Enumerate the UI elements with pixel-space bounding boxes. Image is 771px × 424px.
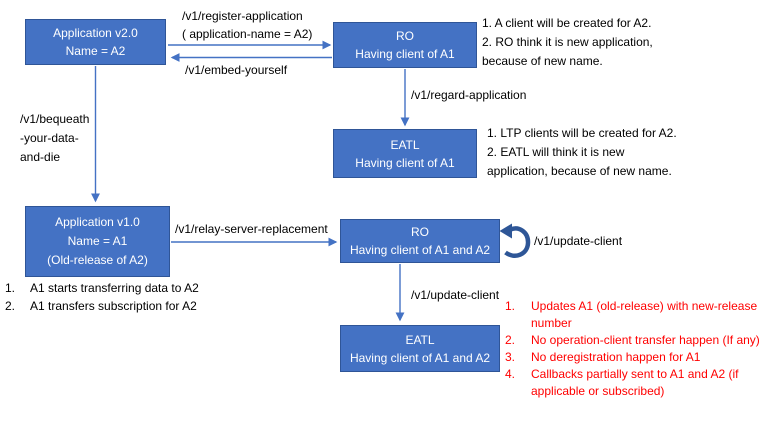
list-item-number: 2. (505, 333, 516, 347)
box-ro-client-a1-a2-line2: Having client of A1 and A2 (349, 243, 491, 257)
list-item-number: 1. (5, 281, 16, 295)
box-application-v1-line1: Application v1.0 (55, 215, 140, 229)
label-relay-server-replacement: /v1/relay-server-replacement (175, 222, 328, 236)
box-ro-client-a1-a2-line1: RO (411, 225, 429, 239)
list-item-text: No operation-client transfer happen (If … (531, 333, 760, 347)
box-ro-client-a1: RO Having client of A1 (333, 22, 477, 68)
box-eatl-client-a1-a2-line1: EATL (405, 332, 435, 347)
list-item-number: 4. (505, 367, 516, 381)
list-item: 3. No deregistration happen for A1 (505, 349, 765, 366)
list-item-number: 3. (505, 350, 516, 364)
box-application-v1-line3: (Old-release of A2) (47, 253, 148, 267)
list-item-text: A1 transfers subscription for A2 (30, 299, 197, 313)
label-bequeath-line1: /v1/bequeath (20, 112, 90, 126)
self-loop-update-client-icon (499, 223, 531, 258)
note-ro-line2: 2. RO think it is new application, (482, 35, 653, 49)
note-a1-transfer-list: 1. A1 starts transferring data to A2 2. … (5, 279, 199, 315)
label-embed-yourself: /v1/embed-yourself (185, 63, 288, 77)
label-register-application-line1: /v1/register-application (182, 9, 303, 23)
box-application-v2-line1: Application v2.0 (53, 26, 138, 40)
list-item-number: 2. (5, 299, 16, 313)
label-regard-application: /v1/regard-application (411, 88, 527, 102)
list-item-text: No deregistration happen for A1 (531, 350, 701, 364)
list-item-text: Callbacks partially sent to A1 and A2 (i… (531, 367, 739, 398)
label-bequeath-your-data-and-die: /v1/bequeath -your-data- and-die (20, 110, 89, 167)
box-ro-client-a1-a2: RO Having client of A1 and A2 (340, 219, 500, 263)
box-application-v1: Application v1.0 Name = A1 (Old-release … (25, 206, 170, 277)
list-item-text: A1 starts transferring data to A2 (30, 281, 199, 295)
box-ro-client-a1-line1: RO (396, 29, 414, 43)
label-register-application-line2: ( application-name = A2) (182, 27, 313, 41)
note-eatl-line1: 1. LTP clients will be created for A2. (487, 126, 677, 140)
label-bequeath-line3: and-die (20, 150, 61, 164)
label-register-application: /v1/register-application ( application-n… (182, 7, 312, 43)
note-ro-line1: 1. A client will be created for A2. (482, 16, 652, 30)
box-ro-client-a1-line2: Having client of A1 (355, 47, 455, 61)
box-application-v1-line2: Name = A1 (67, 234, 128, 248)
note-update-client-red-list: 1. Updates A1 (old-release) with new-rel… (505, 298, 765, 400)
list-item: 4. Callbacks partially sent to A1 and A2… (505, 366, 765, 400)
list-item: 1. A1 starts transferring data to A2 (5, 279, 199, 297)
list-item: 2. No operation-client transfer happen (… (505, 332, 765, 349)
box-application-v2: Application v2.0 Name = A2 (25, 19, 166, 65)
note-ro-new-application: 1. A client will be created for A2. 2. R… (482, 14, 653, 71)
box-eatl-client-a1-line2: Having client of A1 (355, 155, 455, 170)
box-eatl-client-a1: EATL Having client of A1 (333, 129, 477, 178)
note-eatl-line3: application, because of new name. (487, 164, 672, 178)
list-item-text: Updates A1 (old-release) with new-releas… (531, 299, 758, 330)
note-eatl-line2: 2. EATL will think it is new (487, 145, 625, 159)
list-item-number: 1. (505, 299, 516, 313)
note-eatl-new-application: 1. LTP clients will be created for A2. 2… (487, 124, 677, 181)
box-eatl-client-a1-a2-line2: Having client of A1 and A2 (349, 350, 491, 365)
list-item: 1. Updates A1 (old-release) with new-rel… (505, 298, 765, 332)
box-application-v2-line2: Name = A2 (65, 44, 126, 58)
list-item: 2. A1 transfers subscription for A2 (5, 297, 199, 315)
box-eatl-client-a1-a2: EATL Having client of A1 and A2 (340, 325, 500, 372)
box-eatl-client-a1-line1: EATL (390, 137, 420, 152)
label-update-client-down: /v1/update-client (411, 288, 500, 302)
label-update-client-loop: /v1/update-client (534, 234, 623, 248)
note-ro-line3: because of new name. (482, 54, 603, 68)
label-bequeath-line2: -your-data- (20, 131, 79, 145)
